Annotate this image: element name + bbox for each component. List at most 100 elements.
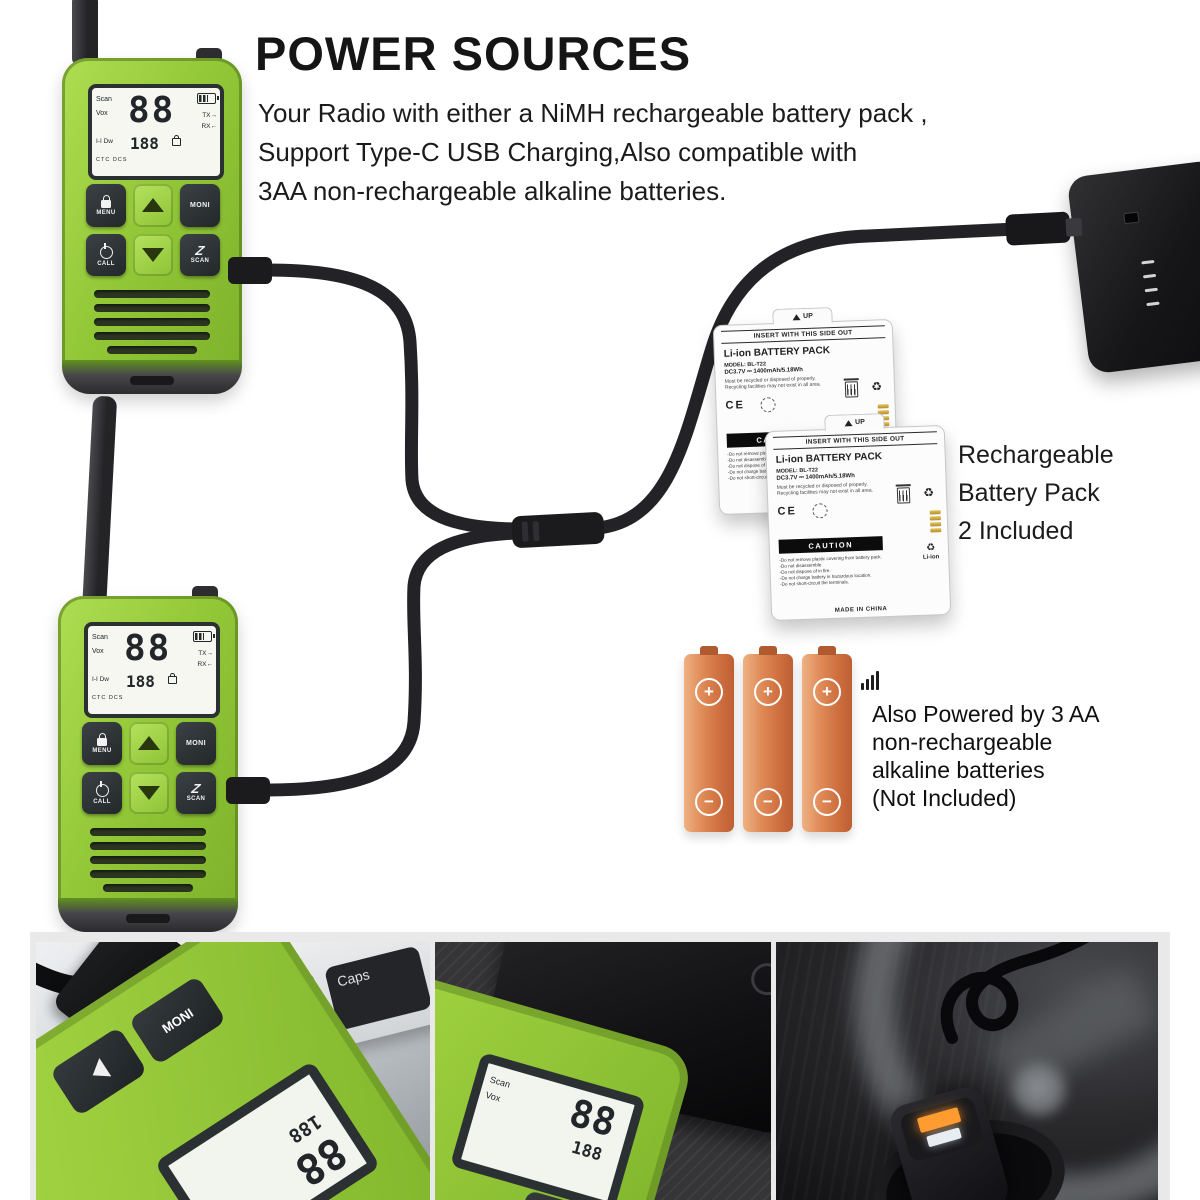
pack-warnings: -Do not remove plastic covering from bat… bbox=[779, 554, 882, 587]
battery-level-icon bbox=[193, 631, 215, 642]
pack-spec: DC3.7V ⎓ 1400mAh/5.18Wh bbox=[776, 473, 855, 482]
menu-button: MENU bbox=[82, 722, 122, 765]
minus-icon: − bbox=[695, 788, 723, 816]
pack-insert-label: INSERT WITH THIS SIDE OUT bbox=[720, 325, 886, 344]
description: Your Radio with either a NiMH rechargeab… bbox=[258, 94, 928, 211]
lcd-vox-label: Vox bbox=[92, 648, 104, 655]
cable-from-top-radio bbox=[261, 263, 523, 536]
power-icon bbox=[99, 243, 113, 260]
lcd-channel-digits: 88 bbox=[124, 628, 172, 669]
down-arrow-icon bbox=[142, 247, 164, 262]
cable-to-charger bbox=[591, 222, 1023, 535]
lcd-dw-label: I-I Dw bbox=[96, 138, 113, 145]
radio-body: Scan Vox 88 TX→ RX← I-I Dw 188 CTC DCS M… bbox=[58, 596, 238, 932]
walkie-talkie-top: Scan Vox 88 TX→ RX← I-I Dw 188 CTC DCS M… bbox=[62, 0, 242, 394]
scan-button: Z SCAN bbox=[176, 771, 216, 814]
lcd-tx-label: TX→ bbox=[202, 112, 217, 119]
recycle-icon: ♻ bbox=[926, 542, 936, 554]
lcd-rx-label: RX← bbox=[197, 661, 213, 668]
lock-icon bbox=[97, 732, 107, 746]
up-arrow-icon bbox=[844, 419, 853, 426]
call-button: CALL bbox=[82, 771, 122, 814]
battery-contacts bbox=[929, 510, 942, 532]
weee-bin-icon bbox=[844, 381, 859, 398]
made-in-label: MADE IN CHINA bbox=[834, 606, 888, 614]
keypad: MENU MONI CALL Z SCAN bbox=[82, 722, 216, 814]
power-icon bbox=[95, 781, 109, 798]
ce-mark: CE bbox=[777, 505, 798, 518]
battery-test-icon bbox=[812, 503, 828, 519]
lcd-vox-label: Vox bbox=[484, 1089, 502, 1104]
page-title: POWER SOURCES bbox=[255, 27, 692, 80]
up-button bbox=[133, 184, 173, 227]
lcd-dw-label: I-I Dw bbox=[92, 676, 109, 683]
antenna bbox=[72, 0, 98, 64]
pack-tab: UP bbox=[772, 307, 833, 326]
down-button bbox=[129, 771, 169, 814]
minus-icon: − bbox=[813, 788, 841, 816]
alkaline-note: Also Powered by 3 AA non-rechargeable al… bbox=[872, 701, 1100, 811]
lcd-display: 88 188 bbox=[154, 1060, 381, 1200]
menu-button: MENU bbox=[86, 184, 126, 227]
tick-marks-icon bbox=[861, 668, 879, 690]
plus-icon: + bbox=[813, 678, 841, 706]
lcd-scan-label: Scan bbox=[92, 634, 108, 641]
walkie-talkie-bottom: Scan Vox 88 TX→ RX← I-I Dw 188 CTC DCS M… bbox=[58, 395, 238, 932]
minus-icon: − bbox=[754, 788, 782, 816]
recycle-icon: ♻ bbox=[922, 485, 935, 500]
aa-battery-1: + − bbox=[684, 654, 734, 832]
charger-cable bbox=[940, 942, 1090, 1044]
description-line-2: Support Type-C USB Charging,Also compati… bbox=[258, 137, 858, 167]
plus-icon: + bbox=[754, 678, 782, 706]
rechargeable-note: Rechargeable Battery Pack 2 Included bbox=[958, 441, 1114, 545]
down-arrow-icon bbox=[138, 785, 160, 800]
weee-bin-icon bbox=[896, 487, 911, 504]
lcd-ctcss-label: CTC DCS bbox=[92, 695, 124, 701]
recycle-icon: ♻ bbox=[870, 379, 883, 394]
aa-battery-2: + − bbox=[743, 654, 793, 832]
radio-base bbox=[62, 360, 242, 394]
dashboard-emblem bbox=[1012, 1062, 1066, 1116]
photo-strip: Caps MONI 88 188 bbox=[30, 932, 1170, 1200]
arrow-icon bbox=[86, 1058, 111, 1085]
lcd-rx-label: RX← bbox=[201, 123, 217, 130]
lock-icon bbox=[172, 135, 181, 146]
up-button bbox=[129, 722, 169, 765]
lcd-channel-digits: 88 bbox=[564, 1090, 621, 1146]
scan-button: Z SCAN bbox=[180, 233, 220, 276]
moni-button: MONI bbox=[180, 184, 220, 227]
lcd-channel-digits: 88 bbox=[128, 90, 176, 131]
lcd-frequency-digits: 188 bbox=[130, 134, 159, 153]
antenna-base-knob bbox=[196, 48, 222, 60]
pack-name: Li-ion BATTERY PACK bbox=[775, 451, 883, 466]
photo-car-charger bbox=[776, 942, 1158, 1200]
cable-junction bbox=[511, 512, 605, 548]
arrow-button bbox=[49, 1026, 148, 1117]
description-line-3: 3AA non-rechargeable alkaline batteries. bbox=[258, 176, 727, 206]
lcd-frequency-digits: 188 bbox=[126, 672, 155, 691]
description-line-1: Your Radio with either a NiMH rechargeab… bbox=[258, 98, 928, 128]
ce-mark: CE bbox=[725, 399, 746, 412]
cable-from-bottom-radio bbox=[259, 526, 523, 797]
usb-plug-charger bbox=[1005, 211, 1083, 246]
pack-insert-label: INSERT WITH THIS SIDE OUT bbox=[772, 431, 938, 450]
down-button bbox=[133, 233, 173, 276]
lcd-display: Scan Vox 88 TX→ RX← I-I Dw 188 CTC DCS bbox=[84, 622, 220, 718]
lock-icon bbox=[101, 194, 111, 208]
speaker-grille bbox=[94, 290, 210, 360]
pack-recycle-note: Must be recycled or disposed of properly… bbox=[724, 375, 822, 391]
pack-name: Li-ion BATTERY PACK bbox=[723, 345, 831, 360]
lcd-scan-label: Scan bbox=[488, 1074, 512, 1090]
up-arrow-icon bbox=[142, 198, 164, 213]
lock-icon bbox=[168, 673, 177, 684]
battery-level-icon bbox=[197, 93, 219, 104]
keypad: MENU MONI CALL Z SCAN bbox=[86, 184, 220, 276]
lcd-vox-label: Vox bbox=[96, 110, 108, 117]
plus-icon: + bbox=[695, 678, 723, 706]
usb-plug-bottom-radio bbox=[226, 777, 270, 804]
pack-spec: DC3.7V ⎓ 1400mAh/5.18Wh bbox=[724, 367, 803, 376]
speaker-grille bbox=[90, 828, 206, 898]
lcd-ctcss-label: CTC DCS bbox=[96, 157, 128, 163]
up-arrow-icon bbox=[792, 313, 801, 320]
